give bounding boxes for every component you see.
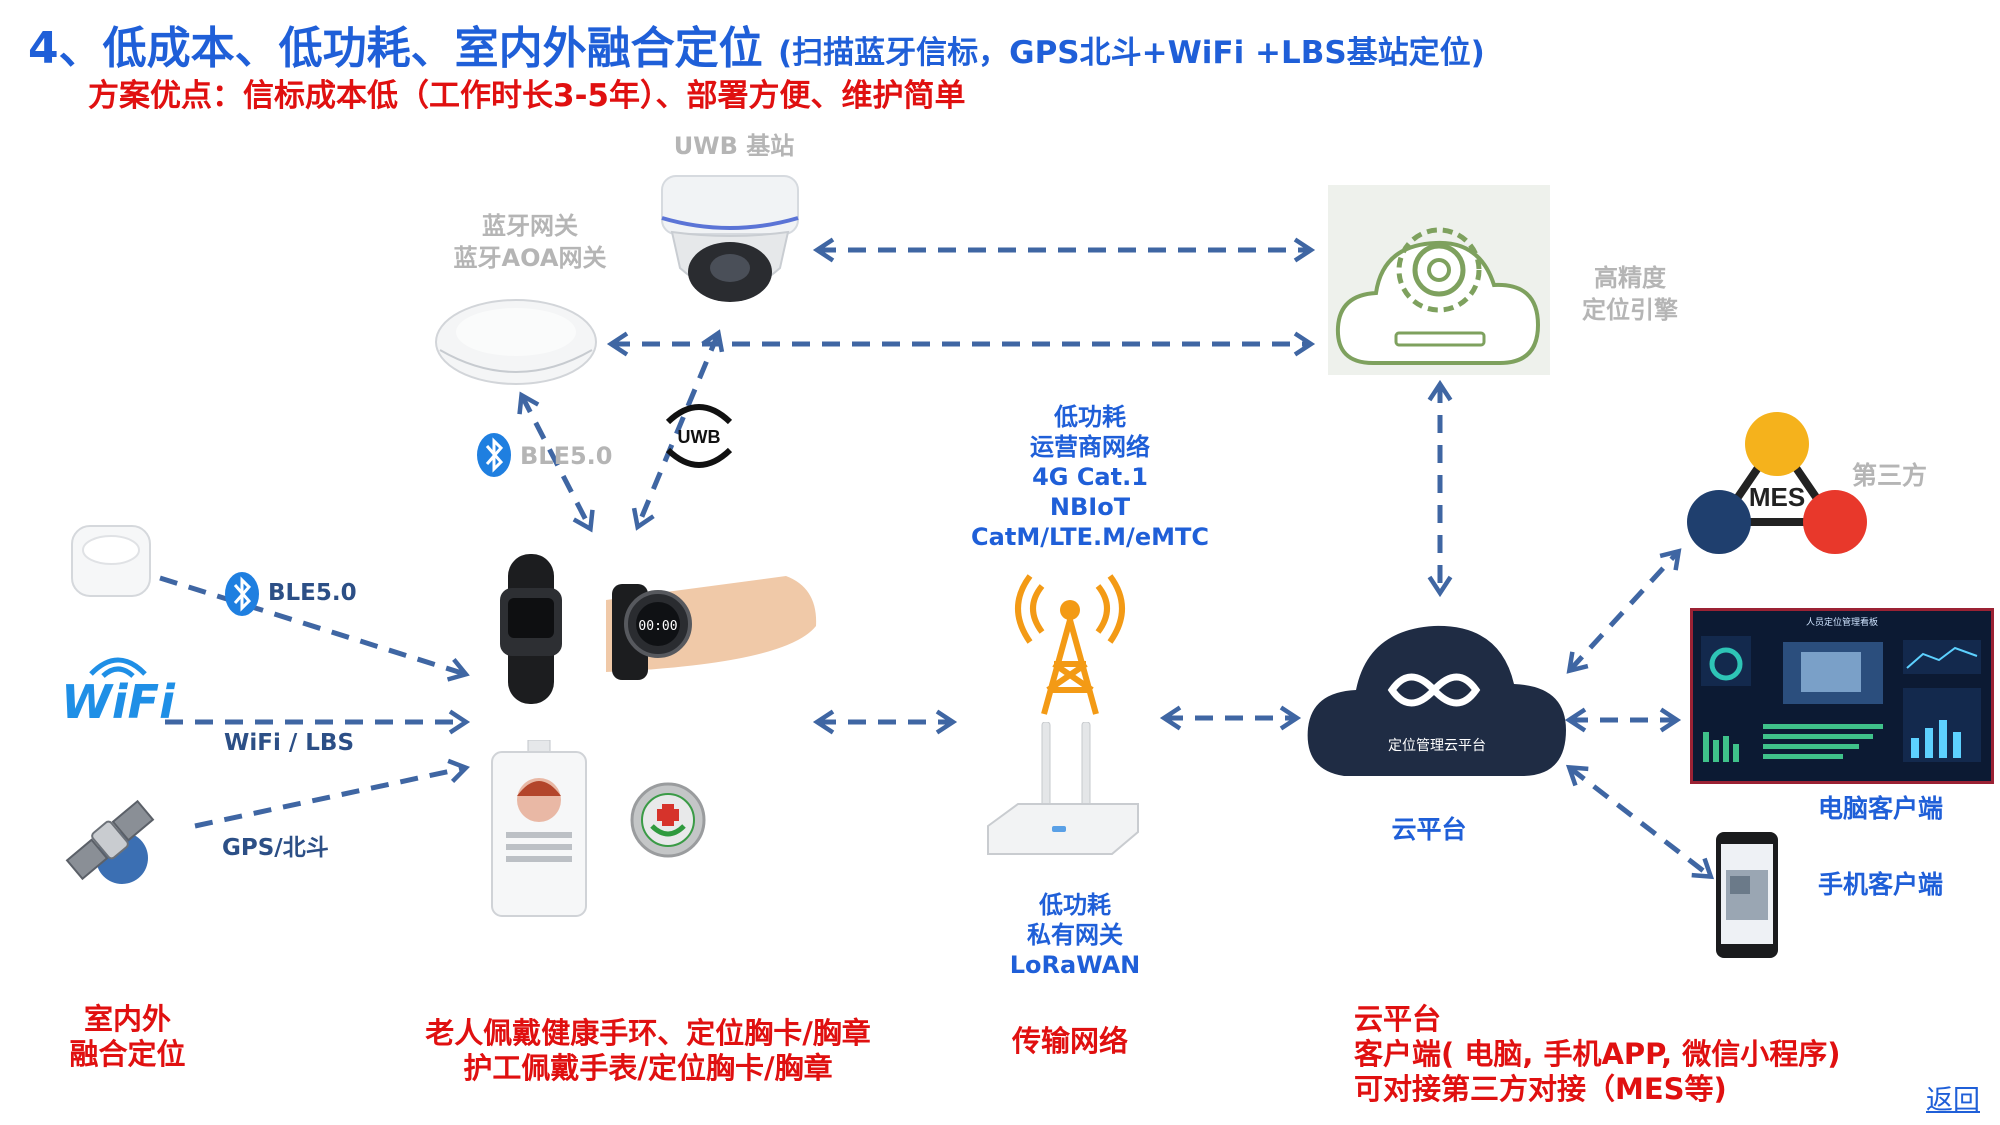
- third-party-label: 第三方: [1852, 461, 1928, 490]
- mobile-phone-icon: [1716, 832, 1778, 958]
- private-line-3: LoRaWAN: [1009, 951, 1141, 979]
- footer-fusion-label: 室内外 融合定位: [60, 1002, 195, 1072]
- lora-gateway-icon: [987, 722, 1139, 855]
- operator-line-5: CatM/LTE.M/eMTC: [971, 523, 1209, 551]
- footer-col1-line1: 室内外: [83, 1002, 171, 1036]
- footer-col2-line1: 老人佩戴健康手环、定位胸卡/胸章: [425, 1016, 871, 1050]
- arrow-uwb-wearable: [631, 329, 725, 531]
- operator-line-2: 运营商网络: [1030, 433, 1150, 461]
- wifi-logo-text: WiFi: [61, 675, 175, 729]
- arrow-gateway-wearable: [517, 391, 595, 533]
- pc-dashboard: 人员定位管理看板: [1690, 608, 1994, 784]
- footer-col4-line2: 客户端( 电脑, 手机APP, 微信小程序): [1354, 1037, 1841, 1071]
- footer-col4-line1: 云平台: [1354, 1002, 1442, 1036]
- uwb-station-label: UWB 基站: [673, 132, 795, 160]
- mes-text: MES: [1749, 482, 1805, 512]
- cloud-caption: 云平台: [1391, 815, 1467, 844]
- cloud-platform-icon: 定位管理云平台: [1307, 625, 1566, 776]
- arrow-gps-wearable: [194, 758, 470, 829]
- footer-network-label: 传输网络: [1012, 1024, 1129, 1058]
- dashboard-graphics: [1701, 636, 1981, 762]
- uwb-signal-icon: UWB: [665, 404, 733, 468]
- mobile-client-label: 手机客户端: [1818, 870, 1944, 899]
- arrow-cloud-mobile: [1565, 764, 1715, 880]
- operator-line-1: 低功耗: [1054, 403, 1126, 431]
- arrow-cloud-mes: [1566, 548, 1682, 674]
- ble-gateway-label-2: 蓝牙AOA网关: [453, 244, 607, 272]
- ble-link-label: BLE5.0: [520, 442, 613, 470]
- ble-gateway-icon: [435, 299, 597, 385]
- title-sub: (扫描蓝牙信标，GPS北斗+WiFi +LBS基站定位): [777, 35, 1485, 71]
- advantages-text: 方案优点：信标成本低（工作时长3-5年）、部署方便、维护简单: [88, 78, 966, 114]
- ble-beacon-icon: [71, 525, 151, 597]
- wifi-logo: WiFi: [58, 650, 178, 729]
- title-main: 4、低成本、低功耗、室内外融合定位: [28, 23, 763, 74]
- footer-wearables-label: 老人佩戴健康手环、定位胸卡/胸章 护工佩戴手表/定位胸卡/胸章: [398, 1016, 898, 1086]
- cell-tower-icon: [1015, 574, 1125, 715]
- page-title: 4、低成本、低功耗、室内外融合定位 (扫描蓝牙信标，GPS北斗+WiFi +LB…: [28, 12, 1485, 76]
- engine-label: 高精度 定位引擎: [1570, 262, 1690, 326]
- beacon-link-label: BLE5.0: [268, 580, 357, 606]
- wearables-icon: 00:00: [500, 554, 817, 704]
- mes-icon: MES: [1687, 412, 1867, 554]
- svg-text:00:00: 00:00: [638, 619, 677, 634]
- satellite-icon: [65, 799, 155, 884]
- ble-gateway-label: 蓝牙网关 蓝牙AOA网关: [440, 210, 620, 274]
- footer-col1-line2: 融合定位: [69, 1037, 186, 1071]
- pc-client-label: 电脑客户端: [1818, 794, 1944, 823]
- wifi-link-label: WiFi / LBS: [224, 730, 355, 756]
- uwb-badge-text: UWB: [678, 427, 721, 447]
- operator-line-3: 4G Cat.1: [1032, 463, 1148, 491]
- operator-line-4: NBIoT: [1049, 493, 1131, 521]
- location-badge-pin: [630, 782, 706, 858]
- beacon-bluetooth-icon: [222, 570, 262, 622]
- engine-label-1: 高精度: [1594, 264, 1666, 292]
- dashboard-title: 人员定位管理看板: [1805, 618, 1878, 628]
- arrow-beacon-wearable: [159, 575, 470, 682]
- private-line-1: 低功耗: [1039, 891, 1111, 919]
- footer-col4-line3: 可对接第三方对接（MES等): [1354, 1072, 1727, 1106]
- operator-network-label: 低功耗 运营商网络 4G Cat.1 NBIoT CatM/LTE.M/eMTC: [940, 402, 1240, 552]
- back-link[interactable]: 返回: [1926, 1085, 1980, 1116]
- uwb-station-icon: [661, 175, 799, 302]
- ble-gateway-label-1: 蓝牙网关: [482, 212, 578, 240]
- cloud-center-label: 定位管理云平台: [1388, 738, 1486, 754]
- footer-cloud-label: 云平台 客户端( 电脑, 手机APP, 微信小程序) 可对接第三方对接（MES等…: [1354, 1002, 1840, 1107]
- bluetooth-icon: [474, 430, 514, 484]
- footer-col2-line2: 护工佩戴手表/定位胸卡/胸章: [463, 1051, 833, 1085]
- private-line-2: 私有网关: [1027, 921, 1123, 949]
- private-network-label: 低功耗 私有网关 LoRaWAN: [990, 890, 1160, 980]
- gps-link-label: GPS/北斗: [222, 835, 329, 861]
- engine-label-2: 定位引擎: [1582, 296, 1678, 324]
- positioning-engine-icon: [1328, 185, 1550, 375]
- location-badge-card: [491, 740, 587, 917]
